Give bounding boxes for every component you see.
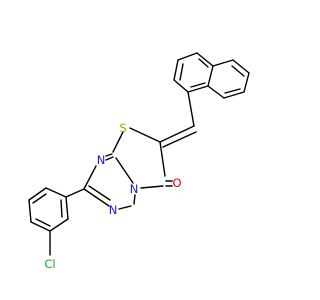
bond-ph-inner-1 — [32, 193, 47, 204]
bond-exocyclic-double — [159, 125, 195, 143]
bond-ph-2 — [28, 187, 47, 201]
bond-naph-1 — [173, 79, 189, 93]
bond-naph-11 — [207, 85, 225, 99]
bond-ph-5 — [49, 218, 69, 232]
bond-naph-a-inner-2 — [198, 58, 209, 68]
bond-triazole-phenyl — [65, 188, 85, 198]
bond-ph-inner-2 — [35, 218, 51, 227]
bond-s-c-exocyclic — [129, 127, 161, 143]
bridge-nitrogen-label: N — [130, 182, 139, 196]
bond-exocyclic-double-2 — [162, 131, 197, 148]
sulfur-atom-label: S — [119, 121, 126, 135]
bond-ring-fusion-n-top-2 — [105, 153, 113, 157]
atom-labels: S N N N O Cl — [44, 121, 181, 271]
triazole-nitrogen-bottom-label: N — [109, 203, 118, 217]
bond-c-aryl-n-bottom-2 — [88, 185, 111, 201]
bond-naph-4 — [196, 52, 214, 67]
bond-ch-naphthyl — [187, 91, 195, 127]
bond-naph-7 — [212, 59, 234, 67]
label-backgrounds — [39, 120, 182, 273]
bond-naph-3 — [177, 52, 198, 61]
bonds — [28, 52, 250, 256]
bond-ring-fusion-c-s — [112, 131, 124, 153]
bond-n-bridge-ring-fusion — [115, 157, 134, 184]
bond-naph-6 — [187, 85, 209, 93]
bond-naph-b-inner-1 — [231, 65, 245, 77]
chlorine-atom-label: Cl — [44, 257, 55, 271]
bond-n-bottom-n-bridge — [118, 205, 132, 210]
bond-naph-8 — [232, 59, 250, 74]
bond-naph-2 — [173, 59, 179, 81]
triazole-nitrogen-top-label: N — [97, 153, 106, 167]
bond-naph-a-inner-3 — [190, 82, 206, 88]
bond-n-bridge-n-bridge — [133, 194, 136, 205]
bond-naph-10 — [223, 91, 245, 99]
bond-ph-3 — [28, 199, 32, 223]
bond-naph-a-inner-1 — [179, 63, 184, 81]
bond-ph-1 — [45, 187, 67, 198]
molecule-structure: S N N N O Cl — [28, 52, 250, 273]
bond-naph-5 — [207, 65, 214, 87]
bond-n-top-c-aryl — [83, 165, 97, 190]
bond-c-aryl-n-bottom — [83, 188, 110, 207]
bond-ring-fusion-n-top — [105, 156, 114, 161]
bond-ph-4 — [30, 221, 51, 232]
bond-ph-6 — [65, 196, 69, 220]
bond-naph-b-inner-2 — [224, 88, 241, 94]
bond-naph-9 — [243, 72, 250, 93]
carbonyl-oxygen-label: O — [172, 176, 181, 190]
bond-c-exocyclic-c-carbonyl — [159, 141, 166, 177]
bond-c-carbonyl-n-bridge — [140, 185, 164, 189]
bond-ph-inner-3 — [60, 199, 63, 218]
